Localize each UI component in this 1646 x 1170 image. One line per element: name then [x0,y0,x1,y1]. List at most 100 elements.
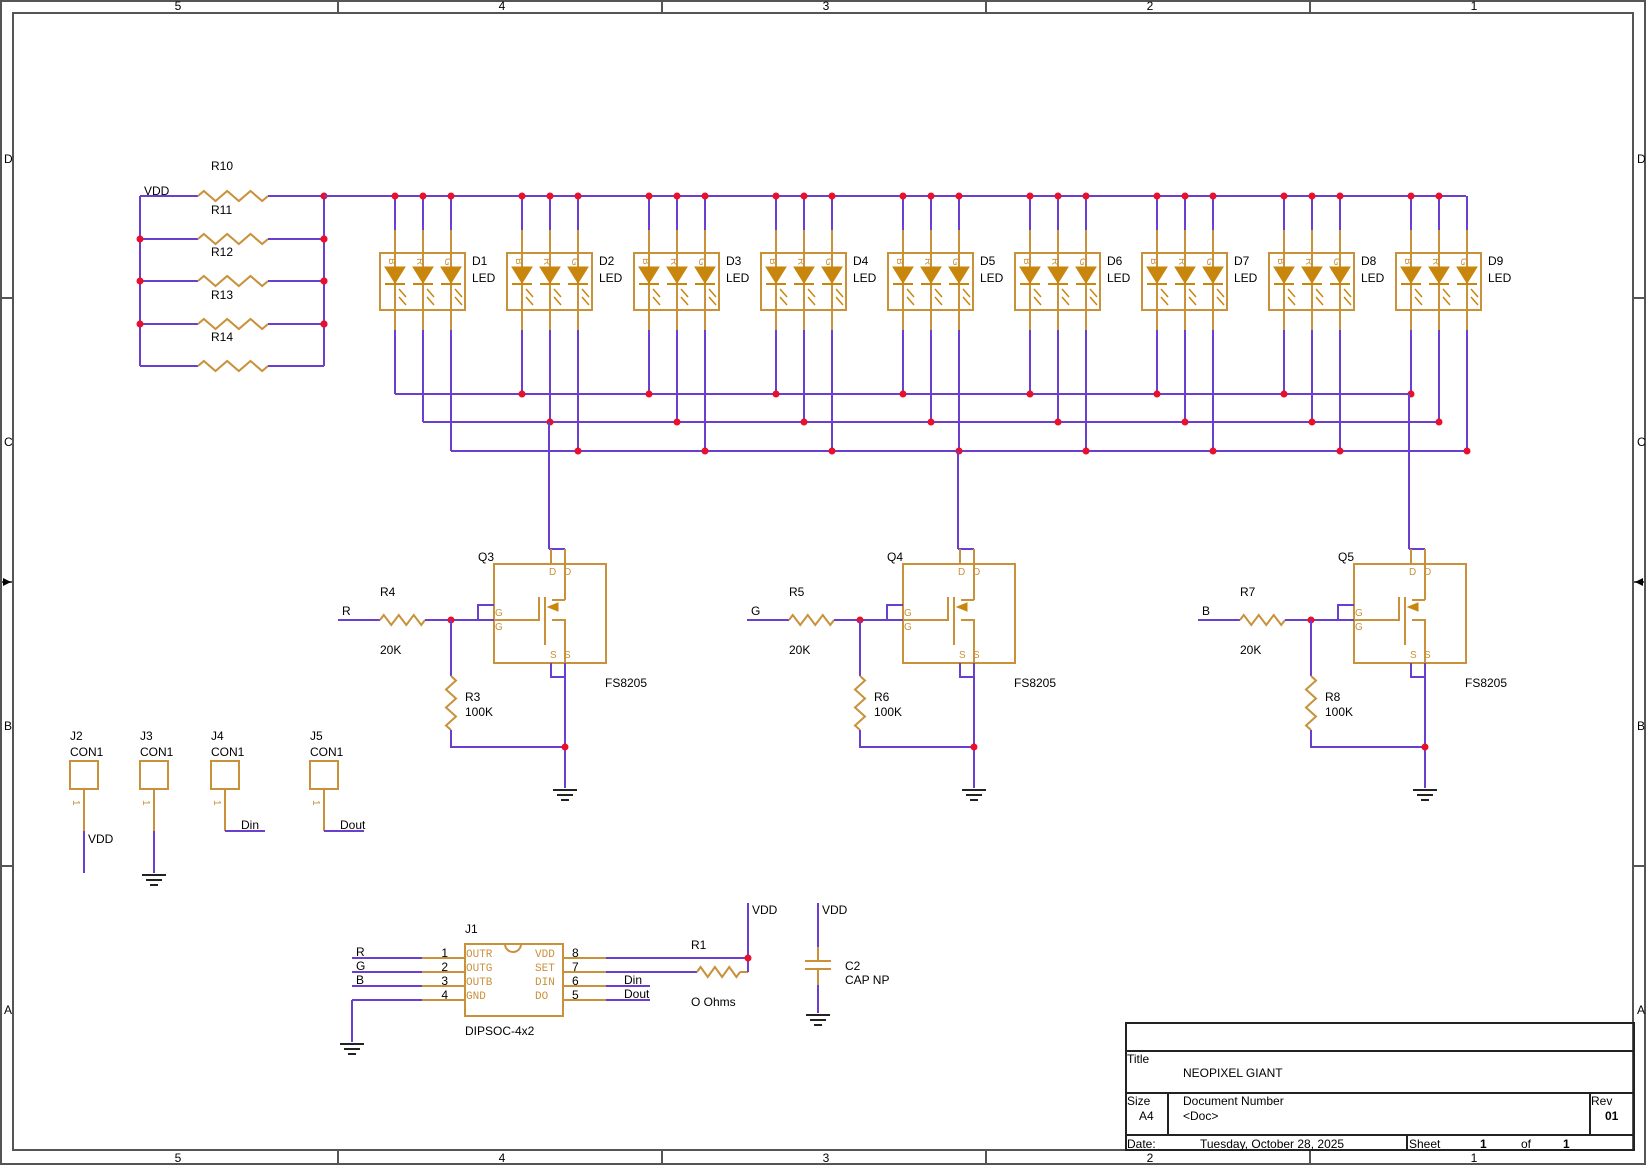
net-label: Din [241,818,259,832]
junction-dot [320,320,328,328]
junction-dot [1181,192,1189,200]
row-label: A [1637,1003,1645,1017]
title-label: Title [1127,1052,1150,1066]
resistor-symbol [1304,675,1318,731]
led-value: LED [599,271,623,285]
diode-triangle-icon [892,266,914,284]
resistor-ref: R1 [691,938,707,952]
column-label: 2 [1147,1151,1154,1165]
diode-triangle-icon [1456,266,1478,284]
pin-label: S [959,650,966,661]
row-label: C [1637,435,1646,449]
led-ref: D3 [726,254,742,268]
junction-dot [645,390,653,398]
diode-triangle-icon [765,266,787,284]
column-label: 3 [823,1151,830,1165]
light-arrow-icon [426,296,435,306]
led-ref: D8 [1361,254,1377,268]
resistor-zigzag [197,317,269,331]
wire [477,604,494,620]
ground-icon [142,874,166,886]
part-line [961,619,975,663]
led-pin-label: R [795,258,806,265]
mosfet-body [902,563,1016,664]
led-pin-label: B [640,258,651,265]
pin-number: 5 [572,988,579,1002]
led-pin-label: B [1402,258,1413,265]
junction-dot [1082,192,1090,200]
rev-label: Rev [1591,1094,1612,1108]
led-pin-label: R [414,258,425,265]
junction-dot [1463,447,1471,455]
connector-ref: J3 [140,729,153,743]
size-value: A4 [1139,1109,1154,1123]
light-arrow-icon [1061,296,1070,306]
pin-label: S [973,650,980,661]
junction-dot [828,192,836,200]
connector-value: CON1 [140,745,174,759]
led-value: LED [1107,271,1131,285]
resistor-ref: R7 [1240,585,1256,599]
led-pin-label: G [442,258,453,266]
light-arrow-icon [454,296,463,306]
diode-triangle-icon [511,266,533,284]
light-arrow-icon [1188,296,1197,306]
pin-name: VDD [535,949,555,961]
pin-name: DO [535,991,549,1003]
diode-triangle-icon [412,266,434,284]
pin-label: G [904,608,912,619]
led-pin-label: B [1148,258,1159,265]
resistor-symbol [696,965,741,979]
ground-icon [962,789,986,801]
center-arrow-icon [3,578,11,586]
diode-triangle-icon [821,266,843,284]
light-arrow-icon [652,296,661,306]
junction-dot [320,277,328,285]
led-ref: D1 [472,254,488,268]
resistor-value: 100K [1325,705,1353,719]
junction-dot [546,192,554,200]
light-arrow-icon [581,288,590,298]
pin-label: D [1409,567,1416,578]
date-value: Tuesday, October 28, 2025 [1200,1137,1344,1151]
column-label: 1 [1471,1151,1478,1165]
wire [550,663,565,678]
light-arrow-icon [1216,296,1225,306]
pin-number: 1 [310,800,321,806]
resistor-symbol [853,675,867,731]
light-arrow-icon [553,288,562,298]
junction-dot [1054,192,1062,200]
diode-triangle-icon [1174,266,1196,284]
mosfet-gate [887,597,949,621]
mosfet-gate [478,597,540,621]
junction-dot [1336,447,1344,455]
diode-triangle-icon [1301,266,1323,284]
junction-dot [899,390,907,398]
resistor-zigzag [197,359,269,373]
ground-icon [553,789,577,801]
led-pin-label: R [1176,258,1187,265]
junction-dot [1435,418,1443,426]
light-arrow-icon [426,288,435,298]
led-pin-label: G [1204,258,1215,266]
junction-dot [1054,418,1062,426]
pin-number: 1 [140,800,151,806]
led-pin-label: G [696,258,707,266]
pin-name: DIN [535,977,555,989]
net-label: B [1202,604,1210,618]
column-label: 2 [1147,0,1154,13]
light-arrow-icon [398,296,407,306]
doc-number-value: <Doc> [1183,1109,1218,1123]
light-arrow-icon [1343,288,1352,298]
pin-label: G [495,608,503,619]
light-arrow-icon [807,288,816,298]
led-ref: D2 [599,254,615,268]
pin-label: S [550,650,557,661]
led-pin-label: B [894,258,905,265]
mosfet-arrow-icon [1406,602,1419,612]
